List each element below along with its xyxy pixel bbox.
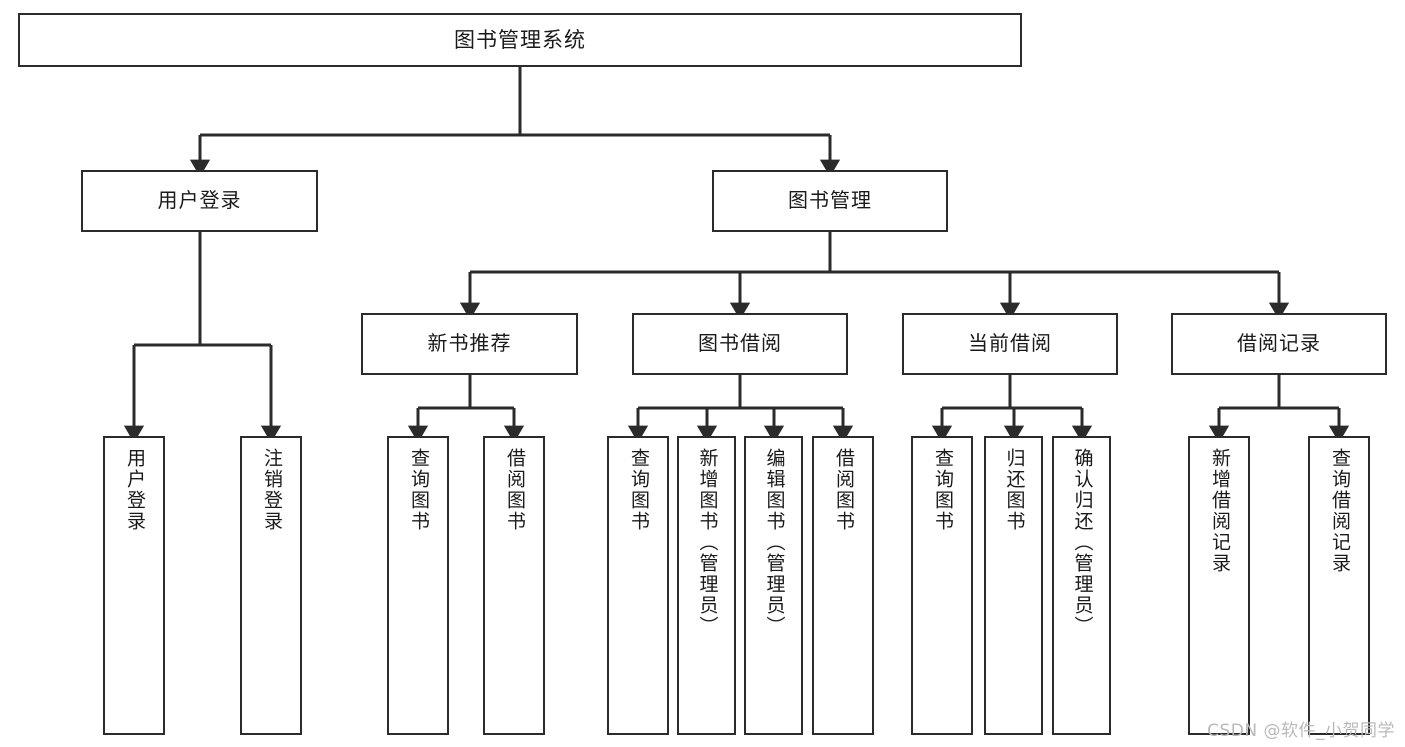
node-label: 查询图书 [627,448,650,532]
node-图书管理系统[interactable]: 图书管理系统 [18,13,1022,67]
node-图书借阅[interactable]: 图书借阅 [632,313,848,375]
watermark-text: CSDN @软件_小贺同学 [1207,721,1395,741]
node-新增借阅记录-under-借阅记录[interactable]: 新增借阅记录 [1188,436,1250,735]
node-借阅图书-under-图书借阅[interactable]: 借阅图书 [812,436,874,735]
node-查询图书-under-图书借阅[interactable]: 查询图书 [607,436,669,735]
node-label: 确认归还（管理员） [1071,448,1094,637]
node-编辑图书管理员-under-图书借阅[interactable]: 编辑图书（管理员） [744,436,803,735]
node-查询借阅记录-under-借阅记录[interactable]: 查询借阅记录 [1308,436,1370,735]
node-借阅记录[interactable]: 借阅记录 [1171,313,1387,375]
node-label: 注销登录 [260,448,283,532]
node-查询图书-under-新书推荐[interactable]: 查询图书 [387,436,449,735]
node-新书推荐[interactable]: 新书推荐 [361,313,578,375]
node-label: 借阅记录 [1237,331,1321,356]
node-新增图书管理员-under-图书借阅[interactable]: 新增图书（管理员） [677,436,736,735]
node-用户登录[interactable]: 用户登录 [81,170,318,232]
node-label: 新书推荐 [427,331,512,356]
node-label: 编辑图书（管理员） [763,448,786,637]
node-归还图书-under-当前借阅[interactable]: 归还图书 [984,436,1043,735]
node-label: 借阅图书 [832,448,855,532]
node-label: 当前借阅 [968,331,1052,356]
node-label: 用户登录 [157,188,242,213]
node-当前借阅[interactable]: 当前借阅 [902,313,1118,375]
node-label: 图书借阅 [698,331,782,356]
node-label: 图书管理系统 [454,27,586,52]
node-查询图书-under-当前借阅[interactable]: 查询图书 [911,436,973,735]
node-label: 用户登录 [123,448,146,532]
node-图书管理[interactable]: 图书管理 [712,170,948,232]
node-借阅图书-under-新书推荐[interactable]: 借阅图书 [483,436,545,735]
node-label: 查询图书 [931,448,954,532]
node-注销登录-under-用户登录[interactable]: 注销登录 [240,436,302,735]
node-确认归还管理员-under-当前借阅[interactable]: 确认归还（管理员） [1052,436,1111,735]
node-label: 新增借阅记录 [1208,448,1231,574]
node-label: 归还图书 [1003,448,1026,532]
node-label: 查询图书 [407,448,430,532]
node-label: 查询借阅记录 [1328,448,1351,574]
node-label: 借阅图书 [503,448,526,532]
node-label: 图书管理 [788,188,872,213]
node-用户登录-under-用户登录[interactable]: 用户登录 [103,436,165,735]
node-label: 新增图书（管理员） [696,448,719,637]
